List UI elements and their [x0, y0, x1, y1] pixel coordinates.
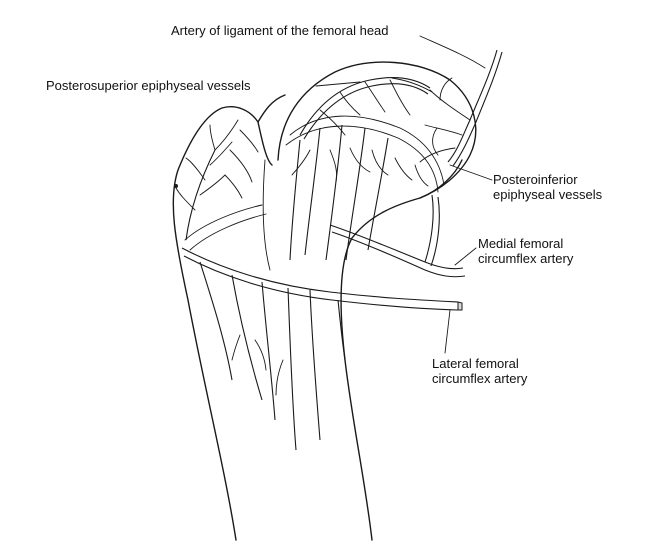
label-medial-line2: circumflex artery — [478, 251, 573, 266]
label-posteroinferior-line2: epiphyseal vessels — [493, 187, 602, 202]
label-lateral-line1: Lateral femoral — [432, 356, 527, 371]
femur-outline — [173, 62, 475, 540]
medial-circumflex-artery — [330, 195, 465, 277]
label-medial-circumflex: Medial femoral circumflex artery — [478, 236, 573, 266]
posterosuperior-vessels — [290, 78, 430, 260]
trochanter-branches — [174, 120, 258, 240]
label-posterosuperior: Posterosuperior epiphyseal vessels — [46, 78, 251, 93]
leader-lines — [316, 36, 492, 353]
label-artery-ligament: Artery of ligament of the femoral head — [171, 23, 389, 38]
label-lateral-line2: circumflex artery — [432, 371, 527, 386]
label-medial-line1: Medial femoral — [478, 236, 573, 251]
lateral-circumflex-artery — [182, 248, 462, 310]
label-posteroinferior-line1: Posteroinferior — [493, 172, 602, 187]
shaft-vessels — [200, 262, 345, 450]
ligament-artery — [392, 50, 502, 166]
label-lateral-circumflex: Lateral femoral circumflex artery — [432, 356, 527, 386]
label-posteroinferior: Posteroinferior epiphyseal vessels — [493, 172, 602, 202]
growth-plate — [185, 116, 444, 250]
